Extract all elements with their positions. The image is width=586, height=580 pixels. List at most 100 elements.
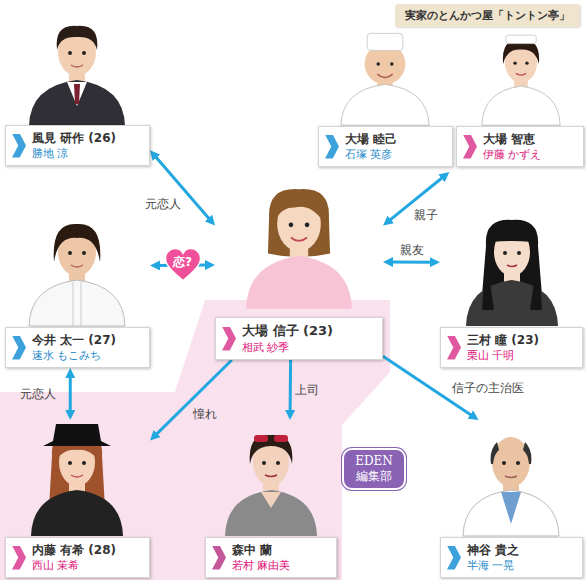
edge-label: 元恋人 bbox=[145, 197, 181, 211]
illustration-part bbox=[482, 86, 560, 125]
name-plate: 大場 睦己石塚 英彦 bbox=[318, 126, 453, 167]
edge-label: 親子 bbox=[414, 208, 438, 222]
group-heading: 実家のとんかつ屋「トントン亭」 bbox=[395, 4, 580, 27]
character-name: 大場 睦己 bbox=[345, 131, 397, 147]
heart-shape bbox=[165, 249, 200, 281]
illustration-part bbox=[82, 461, 86, 465]
illustration-part bbox=[390, 62, 393, 65]
actor-name: 栗山 千明 bbox=[467, 348, 515, 363]
character-card: 大場 睦己石塚 英彦 bbox=[318, 26, 453, 167]
character-card: 神谷 貴之半海 一晃 bbox=[440, 420, 583, 578]
character-name: 今井 太一 (27) bbox=[32, 332, 116, 348]
illustration-part bbox=[71, 475, 83, 477]
plate-chevron bbox=[12, 134, 26, 158]
relation-label: 元恋人 bbox=[145, 197, 181, 211]
relation-arrow bbox=[154, 360, 232, 436]
illustration-part bbox=[503, 251, 507, 255]
name-plate: 風見 研作 (26)勝地 涼 bbox=[5, 125, 150, 166]
plate-chevron bbox=[447, 546, 461, 570]
illustration-part bbox=[29, 280, 125, 326]
illustration-part bbox=[254, 435, 268, 442]
character-card: 大場 智恵伊藤 かずえ bbox=[456, 26, 584, 167]
illustration-part bbox=[516, 461, 520, 465]
character-name: 風見 研作 (26) bbox=[32, 130, 116, 146]
plate-chevron bbox=[12, 336, 26, 360]
portrait-photo bbox=[29, 224, 125, 326]
illustration-part bbox=[491, 442, 532, 464]
character-card: 今井 太一 (27)速水 もこみち bbox=[5, 200, 150, 368]
relation-label: 元恋人 bbox=[20, 387, 56, 401]
portrait-photo bbox=[246, 189, 352, 309]
edge-label: 上司 bbox=[295, 383, 319, 397]
illustration-part bbox=[29, 80, 125, 126]
illustration-part bbox=[71, 265, 83, 267]
illustration-part bbox=[262, 461, 266, 465]
plate-chevron bbox=[325, 135, 339, 159]
portrait-photo bbox=[466, 220, 558, 326]
illustration-part bbox=[73, 282, 81, 326]
illustration-part bbox=[82, 51, 86, 55]
name-plate: 内藤 有希 (28)西山 茉希 bbox=[5, 537, 150, 578]
portrait-photo bbox=[341, 33, 429, 125]
name-plate: 森中 蘭若村 麻由美 bbox=[205, 537, 337, 578]
actor-name: 勝地 涼 bbox=[32, 146, 69, 161]
portrait-photo bbox=[463, 437, 559, 536]
relation-arrow bbox=[154, 155, 211, 221]
character-name: 神谷 貴之 bbox=[467, 542, 519, 558]
relation-label: 信子の主治医 bbox=[452, 381, 524, 395]
illustration-part bbox=[31, 490, 123, 536]
family-group: 実家のとんかつ屋「トントン亭」大場 睦己石塚 英彦大場 智恵伊藤 かずえ bbox=[318, 2, 586, 172]
illustration-part bbox=[268, 189, 330, 257]
illustration-part bbox=[516, 73, 526, 75]
actor-name: 若村 麻由美 bbox=[232, 558, 291, 573]
actor-name: 西山 茉希 bbox=[32, 558, 80, 573]
illustration-part bbox=[502, 461, 506, 465]
illustration-part bbox=[513, 61, 516, 64]
illustration-part bbox=[68, 251, 72, 255]
actor-name: 伊藤 かずえ bbox=[483, 147, 542, 162]
plate-chevron bbox=[222, 327, 236, 351]
illustration-part bbox=[68, 51, 72, 55]
illustration-part bbox=[505, 476, 517, 478]
character-name: 大場 智恵 bbox=[483, 131, 535, 147]
character-card: 大場 信子 (23)相武 紗季 bbox=[215, 168, 383, 360]
illustration-part bbox=[274, 435, 288, 442]
illustration-part bbox=[525, 61, 528, 64]
character-name: 三村 瞳 (23) bbox=[467, 332, 539, 348]
portrait-photo bbox=[31, 424, 123, 536]
illustration-part bbox=[501, 492, 521, 524]
illustration-part bbox=[517, 251, 521, 255]
name-plate: 神谷 貴之半海 一晃 bbox=[440, 537, 583, 578]
character-card: 風見 研作 (26)勝地 涼 bbox=[5, 8, 150, 166]
connector-group bbox=[70, 155, 473, 437]
illustration-part bbox=[506, 35, 537, 44]
name-plate: 大場 信子 (23)相武 紗季 bbox=[215, 317, 383, 360]
actor-name: 速水 もこみち bbox=[32, 348, 102, 363]
illustration-part bbox=[305, 223, 310, 228]
illustration-part bbox=[367, 33, 403, 50]
badge-text: EDEN 編集部 bbox=[350, 454, 398, 484]
relation-label: 親友 bbox=[400, 243, 424, 257]
character-card: 三村 瞳 (23)栗山 千明 bbox=[440, 200, 583, 368]
plate-chevron bbox=[463, 135, 477, 159]
edge-label: 憧れ bbox=[193, 407, 217, 421]
illustration-part bbox=[57, 26, 98, 50]
relation-label: 上司 bbox=[295, 383, 319, 397]
illustration-part bbox=[246, 256, 352, 309]
character-name: 森中 蘭 bbox=[232, 542, 272, 558]
illustration-part bbox=[377, 62, 380, 65]
illustration-part bbox=[265, 475, 277, 477]
character-card: 森中 蘭若村 麻由美 bbox=[205, 420, 337, 578]
edge-label: 親友 bbox=[400, 243, 424, 257]
illustration-part bbox=[250, 435, 293, 464]
illustration-part bbox=[291, 238, 307, 241]
relation-arrow bbox=[69, 374, 72, 414]
actor-name: 相武 紗季 bbox=[242, 340, 290, 355]
illustration-part bbox=[68, 461, 72, 465]
relation-label: 恋? bbox=[173, 255, 192, 269]
